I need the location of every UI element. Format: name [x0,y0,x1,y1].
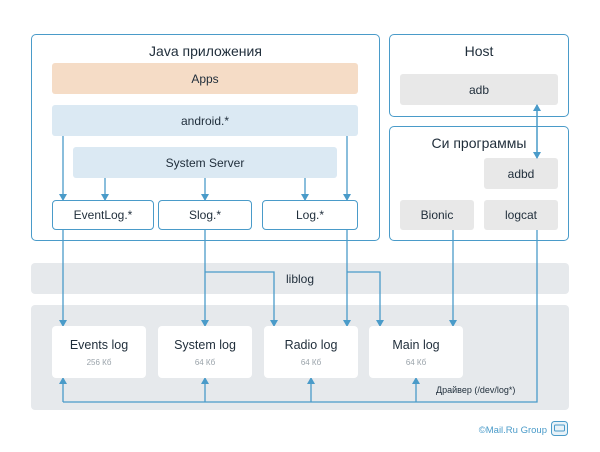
buffer-name: System log [174,337,236,352]
log-api: Log.* [262,200,358,230]
events-log-buffer: Events log 256 Кб [52,326,146,378]
buffer-name: Events log [69,337,129,352]
buffer-name: Radio log [284,337,338,352]
buffer-name: Main log [392,337,440,352]
buffer-size: 64 Кб [194,357,216,367]
apps-layer: Apps [52,63,358,94]
bionic-box: Bionic [400,200,474,230]
brand-text: ©Mail.Ru Group [478,425,547,436]
adbd-box: adbd [484,158,558,189]
liblog-label: liblog [276,272,324,286]
main-log-buffer: Main log 64 Кб [369,326,463,378]
java-apps-title: Java приложения [149,43,262,59]
adb-box: adb [400,74,558,105]
buffer-size: 256 Кб [86,357,112,367]
android-framework-layer: android.* [52,105,358,136]
buffer-size: 64 Кб [405,357,427,367]
system-server-layer: System Server [73,147,337,178]
mailru-logo-icon [551,421,568,436]
logcat-box: logcat [484,200,558,230]
native-programs-title: Си программы [431,135,527,151]
radio-log-buffer: Radio log 64 Кб [264,326,358,378]
driver-read-bus [63,230,538,403]
arrow-log-to-main [347,271,384,327]
buffer-size: 64 Кб [300,357,322,367]
slog-api: Slog.* [158,200,252,230]
arrow-slog-to-radio [205,271,278,327]
system-log-buffer: System log 64 Кб [158,326,252,378]
driver-label: Драйвер (/dev/log*) [436,385,516,395]
host-title: Host [464,43,494,59]
